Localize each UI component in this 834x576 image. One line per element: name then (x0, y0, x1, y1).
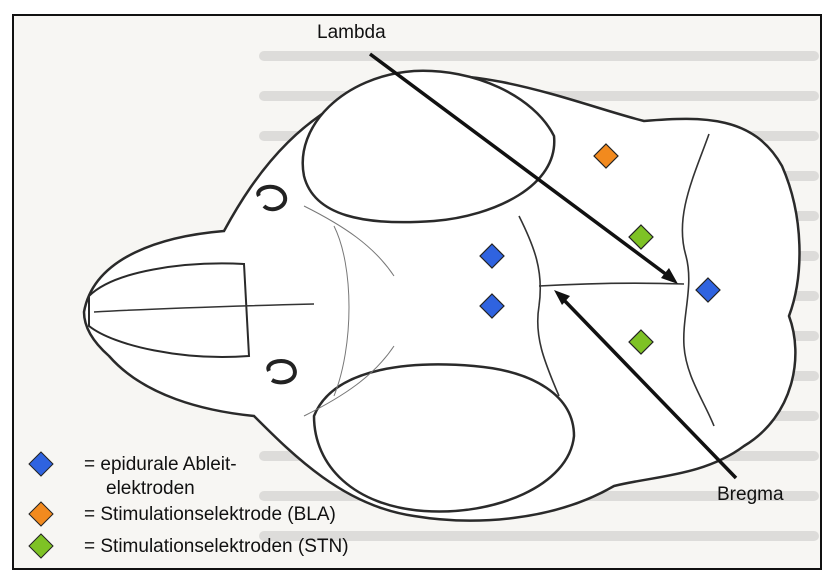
legend-recording-text: = epidurale Ableit- (84, 453, 237, 477)
orange-diamond-icon (28, 500, 58, 530)
skull-figure-frame: Lambda Bregma = epidurale Ableit- elektr… (12, 14, 822, 570)
legend-bla-text: = Stimulationselektrode (BLA) (84, 503, 336, 527)
green-diamond-icon (28, 532, 58, 562)
blue-diamond-icon (28, 450, 58, 480)
legend-recording-text-continued: elektroden (106, 477, 195, 501)
lambda-label: Lambda (317, 22, 386, 45)
lower-orbit (314, 364, 574, 511)
legend-stn-text: = Stimulationselektroden (STN) (84, 535, 349, 559)
bregma-label: Bregma (717, 484, 784, 507)
